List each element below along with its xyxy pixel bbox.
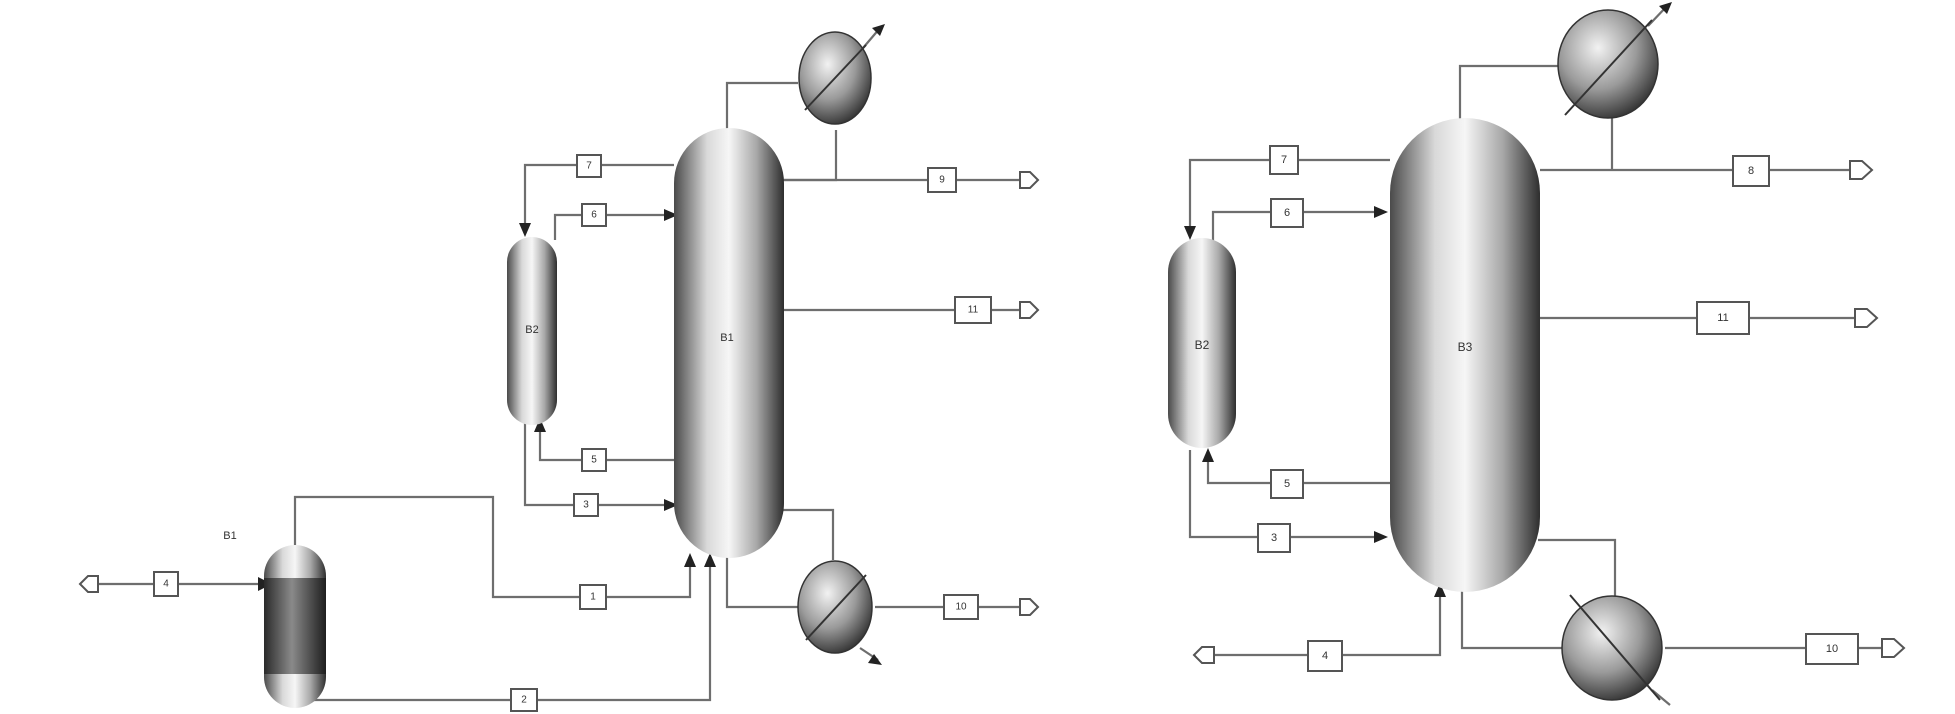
left-condenser [798, 31, 872, 125]
left-port-feed-4 [78, 575, 99, 593]
left-main-column-b1: B1 [674, 128, 784, 558]
stream-label: 9 [939, 175, 945, 186]
left-port-9 [1019, 171, 1040, 189]
left-arrowheads [258, 24, 885, 665]
stream-label: 2 [521, 695, 527, 706]
stream-label: 6 [1284, 207, 1290, 219]
stream-label: 5 [1284, 478, 1290, 490]
side-column-label: B2 [525, 324, 538, 336]
right-side-column-b2: B2 [1168, 238, 1236, 448]
main-column-label: B3 [1458, 340, 1473, 354]
right-main-column-b3: B3 [1390, 118, 1540, 592]
stream-label: 11 [1717, 312, 1728, 324]
right-flowsheet: B2 B3 7 6 5 3 4 8 11 10 [1168, 2, 1906, 706]
stream-label: 7 [1281, 154, 1287, 166]
stream-label: 3 [583, 500, 589, 511]
left-reactor-b1: B1 [223, 530, 326, 708]
right-port-8 [1849, 160, 1874, 180]
right-port-10 [1881, 638, 1906, 658]
left-port-11 [1019, 301, 1040, 319]
stream-label: 7 [586, 161, 592, 172]
right-stream-lines [1188, 5, 1895, 706]
stream-label: 5 [591, 455, 597, 466]
right-arrowheads [1184, 2, 1672, 597]
left-stream-labels: 4 7 6 5 3 1 2 9 11 10 [153, 154, 992, 712]
left-reboiler [797, 560, 873, 654]
reactor-label: B1 [223, 530, 236, 542]
stream-label: 6 [591, 210, 597, 221]
right-stream-labels: 7 6 5 3 4 8 11 10 [1257, 145, 1859, 672]
right-port-feed-4 [1192, 646, 1215, 664]
side-column-label: B2 [1195, 338, 1210, 352]
stream-label: 3 [1271, 532, 1277, 544]
stream-label: 1 [590, 592, 596, 603]
stream-label: 4 [1322, 650, 1328, 662]
left-side-column-b2: B2 [507, 237, 557, 425]
right-port-11 [1854, 308, 1879, 328]
left-stream-lines [95, 27, 1022, 702]
stream-label: 10 [1826, 643, 1838, 655]
stream-label: 11 [968, 305, 979, 316]
right-condenser [1557, 9, 1659, 119]
main-column-label: B1 [720, 332, 733, 344]
right-reboiler [1561, 594, 1663, 701]
stream-label: 8 [1748, 165, 1754, 177]
left-port-10 [1019, 598, 1040, 616]
left-flowsheet: B1 B2 B1 4 7 6 5 3 1 2 9 [78, 24, 1040, 712]
stream-label: 4 [163, 579, 169, 590]
stream-label: 10 [955, 602, 967, 613]
